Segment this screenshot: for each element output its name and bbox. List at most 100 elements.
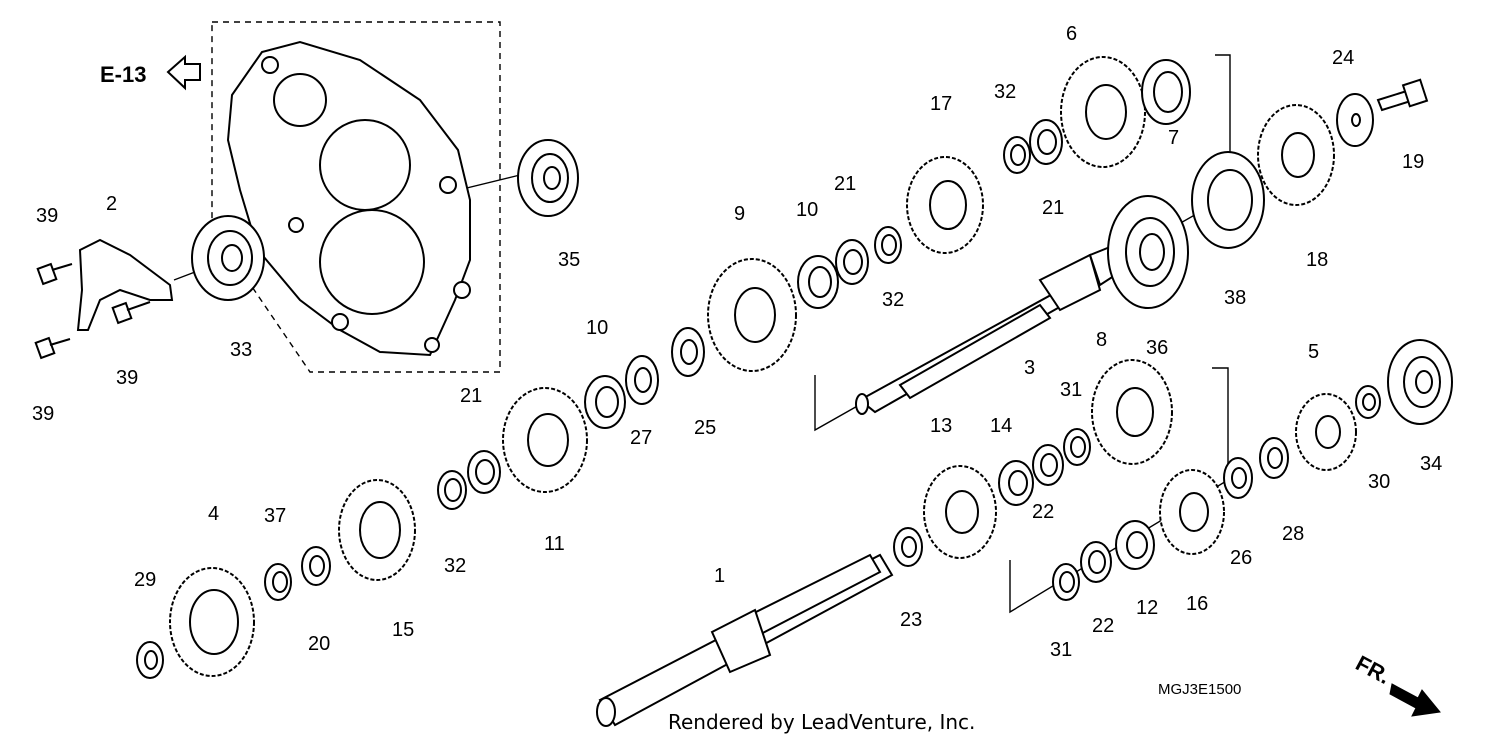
gear-6 (1060, 56, 1146, 168)
callout-32c: 32 (994, 81, 1016, 103)
callout-18: 18 (1306, 249, 1328, 271)
clip-21b (835, 239, 869, 285)
needle-bearing-10a (797, 255, 839, 309)
gear-17 (906, 156, 984, 254)
gear-9 (707, 258, 797, 372)
callout-36: 36 (1146, 337, 1168, 359)
callout-21b: 21 (834, 173, 856, 195)
oil-seal-7 (1141, 59, 1191, 125)
callout-10a: 10 (796, 199, 818, 221)
callout-25: 25 (694, 417, 716, 439)
callout-15: 15 (392, 619, 414, 641)
callout-14: 14 (990, 415, 1012, 437)
front-arrow-icon (1389, 683, 1441, 717)
needle-bearing-10b (584, 375, 626, 429)
bearing-33 (191, 215, 265, 301)
bolt-39b (111, 301, 151, 325)
callout-32b: 32 (882, 289, 904, 311)
bearing-38 (1191, 151, 1265, 249)
reference-arrow-icon (166, 54, 201, 91)
callout-26: 26 (1230, 547, 1252, 569)
countershaft-3 (855, 243, 1122, 415)
washer-30 (1355, 385, 1381, 419)
gear-11 (502, 387, 588, 493)
callout-39c: 39 (32, 403, 54, 425)
callout-9: 9 (734, 203, 745, 225)
callout-34: 34 (1420, 453, 1442, 475)
callout-23: 23 (900, 609, 922, 631)
gear-5 (1295, 393, 1357, 471)
bushing-12 (1115, 520, 1155, 570)
callout-labels: 1 2 3 4 5 6 7 8 9 10 10 11 12 13 14 15 1… (32, 23, 1442, 661)
set-plate-2 (76, 238, 174, 331)
transmission-case (226, 40, 471, 357)
callout-30: 30 (1368, 471, 1390, 493)
callout-24: 24 (1332, 47, 1354, 69)
gear-13 (923, 465, 997, 559)
reference-label: E-13 (100, 62, 146, 87)
callout-22b: 22 (1092, 615, 1114, 637)
callout-31a: 31 (1060, 379, 1082, 401)
bearing-34 (1387, 339, 1453, 425)
gear-8 (1091, 359, 1173, 465)
washer-25 (671, 327, 705, 377)
callout-39a: 39 (36, 205, 58, 227)
front-direction-indicator: FR. (1352, 650, 1441, 717)
washer-28 (1259, 437, 1289, 479)
callout-33: 33 (230, 339, 252, 361)
bearing-36 (1107, 195, 1189, 309)
washer-32b (874, 226, 902, 264)
callout-27: 27 (630, 427, 652, 449)
callout-12: 12 (1136, 597, 1158, 619)
callout-38: 38 (1224, 287, 1246, 309)
gear-16 (1159, 469, 1225, 555)
callout-11: 11 (544, 533, 565, 555)
callout-22a: 22 (1032, 501, 1054, 523)
callout-31b: 31 (1050, 639, 1072, 661)
callout-39b: 39 (116, 367, 138, 389)
callout-20: 20 (308, 633, 330, 655)
callout-28: 28 (1282, 523, 1304, 545)
washer-32a (437, 470, 467, 510)
clip-22b (1080, 541, 1112, 583)
bolt-39c (34, 336, 71, 360)
washer-27 (625, 355, 659, 405)
gear-15 (338, 479, 416, 581)
clip-21c (1029, 119, 1063, 165)
callout-13: 13 (930, 415, 952, 437)
needle-bearing-37 (264, 563, 292, 601)
bolt-19 (1376, 78, 1429, 112)
callout-8: 8 (1096, 329, 1107, 351)
callout-5: 5 (1308, 341, 1319, 363)
washer-29 (136, 641, 164, 679)
callout-10b: 10 (586, 317, 608, 339)
callout-21c: 21 (1042, 197, 1064, 219)
bushing-14 (998, 460, 1034, 506)
drawing-code: MGJ3E1500 (1158, 681, 1241, 698)
callout-16: 16 (1186, 593, 1208, 615)
clip-31a (1063, 428, 1091, 466)
callout-2: 2 (106, 193, 117, 215)
callout-29: 29 (134, 569, 156, 591)
clip-21a (467, 450, 501, 494)
callout-21a: 21 (460, 385, 482, 407)
washer-32c (1003, 136, 1031, 174)
callout-6: 6 (1066, 23, 1077, 45)
clip-31b (1052, 563, 1080, 601)
gear-4 (169, 567, 255, 677)
bearing-35 (517, 139, 579, 217)
callout-7: 7 (1168, 127, 1179, 149)
bolt-39a (36, 262, 73, 286)
sprocket-18 (1257, 104, 1335, 206)
case-group-outline (211, 21, 501, 373)
callout-17: 17 (930, 93, 952, 115)
leader-plate-line (173, 271, 196, 281)
washer-20 (301, 546, 331, 586)
washer-24 (1336, 93, 1374, 147)
callout-37: 37 (264, 505, 286, 527)
callout-1: 1 (714, 565, 725, 587)
callout-19: 19 (1402, 151, 1424, 173)
callout-32a: 32 (444, 555, 466, 577)
washer-26 (1223, 457, 1253, 499)
